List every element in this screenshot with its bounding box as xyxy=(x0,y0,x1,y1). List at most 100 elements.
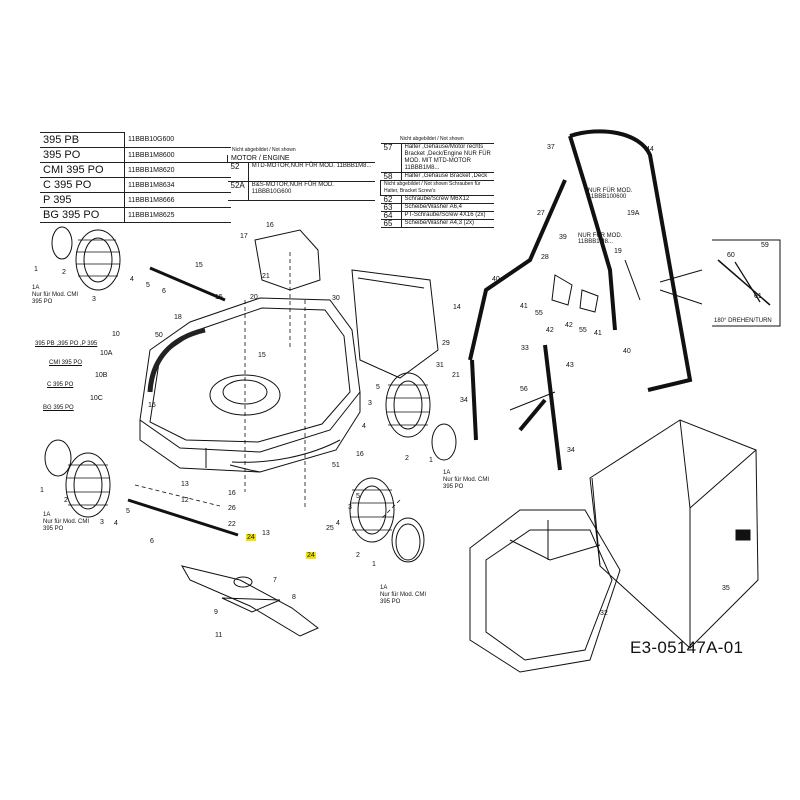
motor-row-text: B&S-MOTOR,NUR FÜR MOD. 11BBB10G600 xyxy=(247,181,375,201)
callout-16d: 16 xyxy=(228,490,236,497)
grass-bag xyxy=(589,419,759,649)
callout-18: 18 xyxy=(174,314,182,321)
callout-56: 56 xyxy=(520,386,528,393)
callout-4d: 4 xyxy=(114,520,118,527)
variant-part: 10B xyxy=(95,372,108,379)
model-code: 11BBB1M8634 xyxy=(124,177,231,193)
callout-5b: 5 xyxy=(376,384,380,391)
callout-30: 30 xyxy=(332,295,340,302)
callout-12: 12 xyxy=(181,497,189,504)
model-code: 11BBB1M8600 xyxy=(124,147,231,163)
variant-label: BG 395 PO xyxy=(43,405,74,411)
callout-1: 1 xyxy=(34,266,38,273)
model-name: C 395 PO xyxy=(40,177,125,193)
rear-flap xyxy=(351,269,439,379)
note-1a-top-left: 1A Nur für Mod. CMI 395 PO xyxy=(32,285,79,305)
callout-1b: 1 xyxy=(429,457,433,464)
callout-40: 40 xyxy=(492,276,500,283)
callout-29: 29 xyxy=(442,340,450,347)
callout-33: 33 xyxy=(521,345,529,352)
grass-bag-frame xyxy=(469,509,621,673)
note-44: NUR FÜR MOD. 11BBB100600 xyxy=(588,188,633,200)
engine-cover xyxy=(254,229,321,291)
callout-15: 15 xyxy=(195,262,203,269)
callout-44: 44 xyxy=(646,146,654,153)
callout-41: 41 xyxy=(520,303,528,310)
callout-40b: 40 xyxy=(623,348,631,355)
callout-13b: 13 xyxy=(262,530,270,537)
handle xyxy=(468,129,693,471)
callout-28: 28 xyxy=(541,254,549,261)
callout-22: 22 xyxy=(228,521,236,528)
callout-1c: 1 xyxy=(372,561,376,568)
callout-17: 17 xyxy=(240,233,248,240)
bracket-row-text: Halter ,Gehäuse/Motor rechts Bracket ,De… xyxy=(400,143,494,173)
note-1a-bottom-left: 1A Nur für Mod. CMI 395 PO xyxy=(43,512,90,532)
wheel-rear-right xyxy=(385,372,431,438)
callout-4b: 4 xyxy=(362,423,366,430)
callout-8: 8 xyxy=(292,594,296,601)
callout-16c: 16 xyxy=(356,451,364,458)
handle-rod xyxy=(509,391,556,411)
model-code: 11BBB10G600 xyxy=(124,132,231,148)
callout-5: 5 xyxy=(146,282,150,289)
note-1a-bottom: 1A Nur für Mod. CMI 395 PO xyxy=(380,585,427,605)
model-name: BG 395 PO xyxy=(40,207,125,223)
callout-4c: 4 xyxy=(336,520,340,527)
callout-19a: 19A xyxy=(627,210,640,217)
turn-detail-box xyxy=(659,239,781,327)
wheel-front-right xyxy=(349,477,395,543)
callout-24-highlight: 24 xyxy=(246,534,256,541)
callout-3d: 3 xyxy=(100,519,104,526)
variant-part: 10C xyxy=(90,395,103,402)
wheel-top-left xyxy=(75,229,121,291)
callout-27: 27 xyxy=(537,210,545,217)
callout-2c: 2 xyxy=(356,552,360,559)
callout-24b-highlight: 24 xyxy=(306,552,316,559)
callout-5d: 5 xyxy=(126,508,130,515)
callout-59: 59 xyxy=(761,242,769,249)
callout-15c: 15 xyxy=(258,352,266,359)
callout-4: 4 xyxy=(130,276,134,283)
callout-55: 55 xyxy=(535,310,543,317)
hubcap-front-right xyxy=(395,523,421,561)
callout-21: 21 xyxy=(262,273,270,280)
motor-not-shown: Nicht abgebildet / Not shown xyxy=(232,147,296,153)
callout-6: 6 xyxy=(162,288,166,295)
variant-label: C 395 PO xyxy=(47,382,74,388)
callout-61: 61 xyxy=(754,293,762,300)
callout-39: 39 xyxy=(559,234,567,241)
variant-part: 10A xyxy=(100,350,113,357)
callout-2: 2 xyxy=(62,269,66,276)
rear-axle xyxy=(149,266,226,302)
screw-text: Scheibe/Washer A4,3 (2x) xyxy=(400,219,494,228)
callout-3b: 3 xyxy=(368,400,372,407)
callout-35: 35 xyxy=(722,585,730,592)
hubcap-bottom-left xyxy=(44,439,72,477)
callout-41b: 41 xyxy=(594,330,602,337)
lever-right xyxy=(579,289,599,313)
callout-7: 7 xyxy=(273,577,277,584)
callout-16b: 16 xyxy=(148,402,156,409)
model-name: 395 PO xyxy=(40,147,125,163)
callout-26: 26 xyxy=(228,505,236,512)
cable-bracket xyxy=(624,259,641,301)
callout-15b: 15 xyxy=(215,294,223,301)
callout-3: 3 xyxy=(92,296,96,303)
note-turn: 180° DREHEN/TURN xyxy=(714,318,772,324)
callout-34: 34 xyxy=(460,397,468,404)
bracket-not-shown: Nicht abgebildet / Not shown xyxy=(400,136,464,142)
callout-11: 11 xyxy=(215,632,223,639)
callout-20: 20 xyxy=(250,294,258,301)
callout-19: 19 xyxy=(614,248,622,255)
lever-left xyxy=(551,274,573,306)
model-name: CMI 395 PO xyxy=(40,162,125,178)
blade xyxy=(180,565,319,637)
